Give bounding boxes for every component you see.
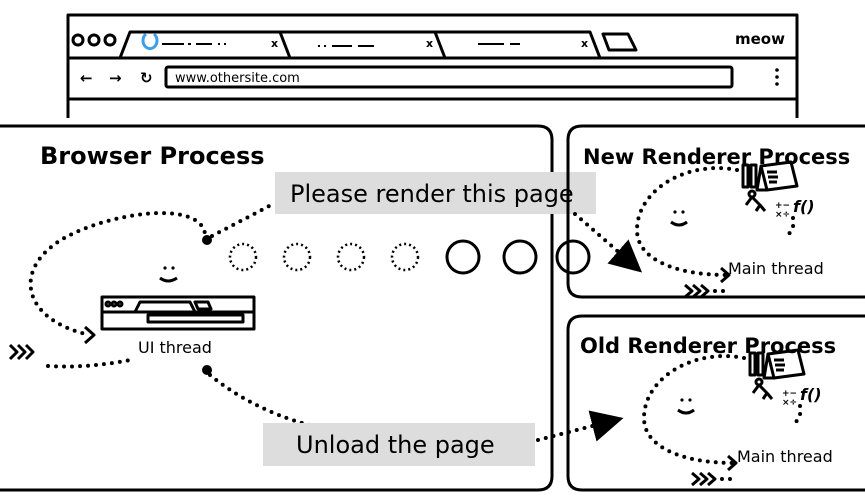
- new-tab-button[interactable]: [601, 32, 638, 52]
- loading-spinner-icon: [141, 32, 159, 51]
- browser-process-title: Browser Process: [40, 142, 265, 170]
- tab-3[interactable]: [435, 30, 602, 59]
- ipc-message-queue: [228, 239, 591, 275]
- tab-close-icon[interactable]: x: [271, 37, 278, 50]
- old-main-thread-label: Main thread: [737, 447, 833, 466]
- menu-kebab-icon[interactable]: [775, 68, 779, 86]
- address-bar[interactable]: [164, 65, 734, 89]
- browser-window: x x x meow ← → ↻ www.othersite.com: [66, 13, 799, 118]
- unload-message-label-bg: [263, 423, 535, 466]
- tab-close-icon[interactable]: x: [581, 37, 588, 50]
- forward-arrow-icon[interactable]: →: [109, 69, 122, 87]
- unload-message-label: Unload the page: [296, 431, 495, 459]
- mini-browser-icon: [100, 295, 256, 331]
- new-renderer-process-box: New Renderer Process Main thread: [566, 124, 865, 299]
- new-main-thread-label: Main thread: [728, 259, 824, 278]
- window-controls[interactable]: [71, 33, 117, 47]
- tab-active[interactable]: [118, 30, 292, 59]
- new-renderer-title: New Renderer Process: [583, 145, 850, 169]
- old-renderer-title: Old Renderer Process: [580, 334, 836, 358]
- ui-thread-label: UI thread: [138, 338, 212, 357]
- browser-process-box: Browser Process UI thread Please rende: [0, 124, 643, 492]
- reload-icon[interactable]: ↻: [140, 69, 153, 87]
- old-renderer-process-box: Old Renderer Process Main thread: [566, 314, 865, 492]
- profile-label: meow: [735, 30, 785, 48]
- url-text: www.othersite.com: [175, 71, 300, 86]
- tab-close-icon[interactable]: x: [426, 37, 433, 50]
- render-message-label-bg: [275, 172, 596, 214]
- render-message-label: Please render this page: [290, 180, 574, 208]
- back-arrow-icon[interactable]: ←: [80, 69, 93, 87]
